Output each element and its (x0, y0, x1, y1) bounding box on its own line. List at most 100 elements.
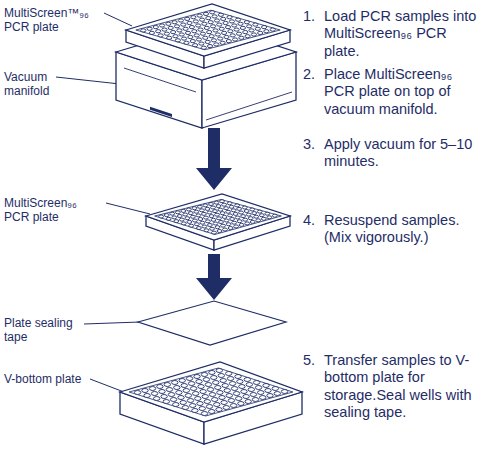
well (248, 388, 254, 392)
well (241, 390, 247, 394)
well (239, 36, 244, 39)
well (204, 229, 209, 232)
well (213, 210, 218, 213)
well (211, 206, 216, 209)
well (197, 227, 202, 230)
well (234, 28, 239, 31)
well (199, 42, 204, 45)
well (196, 24, 201, 27)
well (186, 377, 192, 381)
well (207, 30, 212, 33)
well (228, 399, 234, 403)
part-label: V-bottom plate (4, 372, 90, 386)
well (234, 225, 239, 228)
well (220, 379, 226, 383)
part-label: MultiScreen₉₆ PCR plate (4, 196, 104, 225)
well (221, 17, 226, 20)
well (164, 32, 169, 35)
well (159, 390, 165, 394)
well (175, 39, 180, 42)
step-number: 2. (303, 66, 323, 83)
well (219, 396, 225, 400)
well (213, 29, 218, 32)
well (159, 215, 164, 218)
well (193, 44, 198, 47)
well (235, 375, 241, 379)
well (183, 213, 188, 216)
well (228, 30, 233, 33)
well (187, 399, 193, 403)
well (222, 203, 227, 206)
manifold-slot (150, 107, 172, 117)
well (230, 218, 235, 221)
well (205, 383, 211, 387)
well (230, 34, 235, 37)
well (163, 400, 169, 404)
well (187, 21, 192, 24)
well (245, 222, 250, 225)
well (173, 403, 179, 407)
well (238, 402, 244, 406)
well (229, 20, 234, 23)
plate-rim (155, 200, 282, 235)
well (203, 36, 208, 39)
well (224, 219, 229, 222)
well (233, 392, 239, 396)
well (168, 26, 173, 29)
well (164, 383, 170, 387)
well (208, 21, 213, 24)
well (180, 401, 186, 405)
well (237, 220, 242, 223)
well (196, 380, 202, 384)
well (239, 385, 245, 389)
well (260, 396, 266, 400)
well (158, 34, 163, 37)
well (174, 25, 179, 28)
well (181, 23, 186, 26)
well (274, 392, 280, 396)
well (206, 220, 211, 223)
well (147, 27, 152, 30)
well (229, 382, 235, 386)
well (188, 35, 193, 38)
well (243, 218, 248, 221)
well (215, 226, 220, 229)
well (262, 26, 267, 29)
well (219, 27, 224, 30)
well (207, 45, 212, 48)
well (237, 380, 243, 384)
well (252, 398, 258, 402)
well (178, 19, 183, 22)
well (220, 200, 225, 203)
well (231, 209, 236, 212)
well (197, 14, 202, 17)
part-label: Plate sealing tape (4, 316, 86, 345)
step-text: Apply vacuum for 5–10 minutes. (324, 136, 484, 171)
well (154, 397, 160, 401)
part-label: MultiScreen™₉₆ PCR plate (4, 6, 104, 35)
well (198, 385, 204, 389)
well (185, 17, 190, 20)
well (252, 212, 257, 215)
well (181, 209, 186, 212)
well (217, 391, 223, 395)
well (233, 38, 238, 41)
step-number: 5. (303, 352, 323, 369)
well (166, 217, 171, 220)
well (200, 32, 205, 35)
well (255, 386, 261, 390)
well (226, 223, 231, 226)
well (226, 40, 231, 43)
well (193, 219, 198, 222)
step-number: 1. (303, 8, 323, 25)
well (245, 35, 250, 38)
well (249, 29, 254, 32)
well (235, 216, 240, 219)
well (196, 38, 201, 41)
sealing-tape (138, 301, 286, 345)
well (265, 389, 271, 393)
well (186, 208, 191, 211)
well (214, 43, 219, 46)
well (166, 22, 171, 25)
well (212, 398, 218, 402)
